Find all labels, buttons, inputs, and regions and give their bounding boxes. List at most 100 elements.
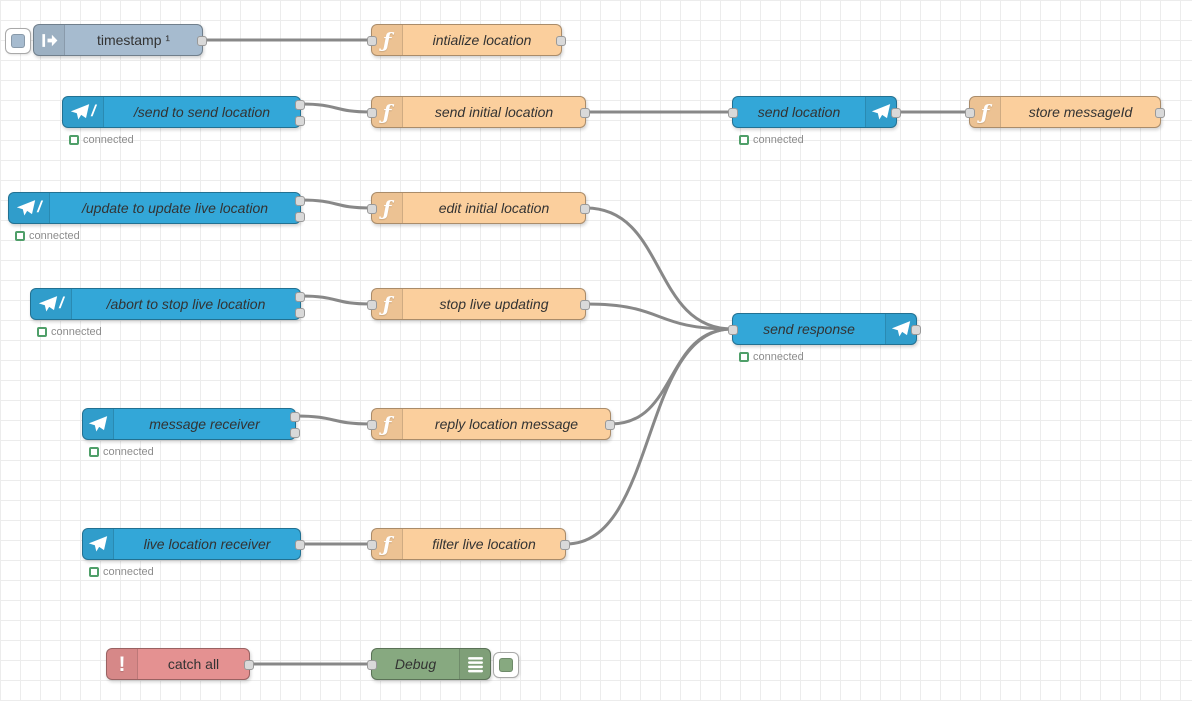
- node-rx-live-location[interactable]: live location receiver connected: [82, 528, 305, 578]
- output-port[interactable]: [556, 36, 566, 46]
- node-status: connected: [89, 446, 154, 458]
- node-inject-timestamp[interactable]: timestamp ¹: [5, 24, 207, 56]
- wire[interactable]: [564, 327, 734, 546]
- node-label: live location receiver: [143, 536, 271, 552]
- wire[interactable]: [294, 414, 373, 426]
- debug-toggle-button[interactable]: [493, 652, 519, 678]
- input-port[interactable]: [367, 420, 377, 430]
- telegram-paper-plane-icon: /: [31, 289, 72, 319]
- output-port[interactable]: [197, 36, 207, 46]
- status-label: connected: [103, 566, 154, 578]
- function-icon: ƒ: [372, 289, 403, 319]
- output-port[interactable]: [580, 204, 590, 214]
- debug-list-icon: [459, 649, 490, 679]
- node-fn-reply-location-message[interactable]: ƒ reply location message: [367, 408, 615, 440]
- status-label: connected: [103, 446, 154, 458]
- input-port[interactable]: [367, 300, 377, 310]
- wire[interactable]: [584, 206, 734, 331]
- function-icon: ƒ: [372, 409, 403, 439]
- node-label: /update to update live location: [81, 200, 269, 216]
- function-icon: ƒ: [372, 97, 403, 127]
- function-f-glyph: ƒ: [382, 412, 392, 436]
- node-cmd-abort[interactable]: / /abort to stop live location connected: [30, 288, 305, 338]
- command-slash-glyph: /: [37, 199, 42, 216]
- telegram-paper-plane-icon: [83, 529, 114, 559]
- output-port[interactable]: [295, 196, 305, 206]
- node-status: connected: [37, 326, 102, 338]
- input-port[interactable]: [728, 108, 738, 118]
- status-indicator: [37, 327, 47, 337]
- wire[interactable]: [299, 294, 373, 306]
- node-debug[interactable]: Debug: [367, 648, 519, 680]
- node-rx-message[interactable]: message receiver connected: [82, 408, 300, 458]
- function-f-glyph: ƒ: [382, 532, 392, 556]
- function-f-glyph: ƒ: [382, 28, 392, 52]
- exclamation-icon: !: [107, 649, 138, 679]
- status-label: connected: [51, 326, 102, 338]
- node-cmd-send[interactable]: / /send to send location connected: [62, 96, 305, 146]
- wire[interactable]: [299, 198, 373, 210]
- output-port[interactable]: [295, 100, 305, 110]
- input-port[interactable]: [367, 660, 377, 670]
- input-port[interactable]: [367, 204, 377, 214]
- wire[interactable]: [299, 102, 373, 114]
- node-tg-send-location[interactable]: send location connected: [728, 96, 901, 146]
- node-fn-initialize-location[interactable]: ƒ intialize location: [367, 24, 566, 56]
- node-status: connected: [15, 230, 80, 242]
- input-port[interactable]: [965, 108, 975, 118]
- output-port[interactable]: [580, 300, 590, 310]
- node-label: /abort to stop live location: [106, 296, 266, 312]
- input-port[interactable]: [728, 325, 738, 335]
- function-f-glyph: ƒ: [980, 100, 990, 124]
- output-port[interactable]: [295, 212, 305, 222]
- output-port[interactable]: [244, 660, 254, 670]
- telegram-paper-plane-icon: /: [63, 97, 104, 127]
- input-port[interactable]: [367, 36, 377, 46]
- output-port[interactable]: [911, 325, 921, 335]
- input-port[interactable]: [367, 108, 377, 118]
- output-port[interactable]: [580, 108, 590, 118]
- status-indicator: [15, 231, 25, 241]
- node-label: catch all: [167, 656, 220, 672]
- function-f-glyph: ƒ: [382, 196, 392, 220]
- node-label: send location: [757, 104, 841, 120]
- node-status: connected: [89, 566, 154, 578]
- status-label: connected: [753, 134, 804, 146]
- wire[interactable]: [584, 302, 734, 331]
- output-port[interactable]: [1155, 108, 1165, 118]
- output-port[interactable]: [295, 116, 305, 126]
- node-label: intialize location: [432, 32, 532, 48]
- node-label: edit initial location: [438, 200, 550, 216]
- node-catch-all[interactable]: ! catch all: [106, 648, 254, 680]
- output-port[interactable]: [605, 420, 615, 430]
- node-label: reply location message: [434, 416, 579, 432]
- input-port[interactable]: [367, 540, 377, 550]
- output-port[interactable]: [290, 428, 300, 438]
- status-indicator: [89, 447, 99, 457]
- output-port[interactable]: [295, 292, 305, 302]
- output-port[interactable]: [295, 540, 305, 550]
- output-port[interactable]: [295, 308, 305, 318]
- node-cmd-update[interactable]: / /update to update live location connecte…: [8, 192, 305, 242]
- status-indicator: [69, 135, 79, 145]
- catch-bang-glyph: !: [118, 652, 126, 676]
- node-label: /send to send location: [133, 104, 271, 120]
- output-port[interactable]: [560, 540, 570, 550]
- status-indicator: [739, 135, 749, 145]
- node-label: message receiver: [149, 416, 260, 432]
- function-f-glyph: ƒ: [382, 292, 392, 316]
- output-port[interactable]: [891, 108, 901, 118]
- status-indicator: [89, 567, 99, 577]
- node-label: send response: [763, 321, 855, 337]
- output-port[interactable]: [290, 412, 300, 422]
- node-status: connected: [69, 134, 134, 146]
- inject-button[interactable]: [5, 28, 31, 54]
- status-label: connected: [29, 230, 80, 242]
- node-fn-edit-initial-location[interactable]: ƒ edit initial location: [367, 192, 590, 224]
